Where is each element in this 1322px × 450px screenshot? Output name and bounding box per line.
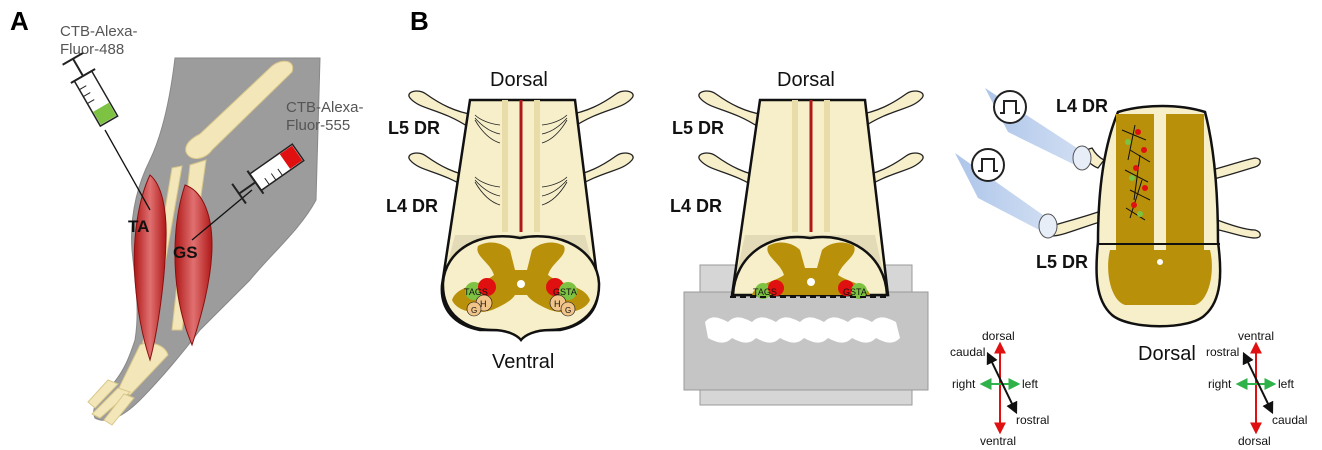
compass2-up: ventral xyxy=(1238,329,1274,343)
label-alexa-488-l1: CTB-Alexa- xyxy=(60,23,138,40)
orientation-compass-2: ventral dorsal right left rostral caudal xyxy=(1206,329,1307,448)
cord1-pool-right-label: GSTA xyxy=(553,287,577,297)
cord1-pool-right-h: H xyxy=(554,299,561,309)
orientation-compass-1: dorsal ventral right left caudal rostral xyxy=(950,329,1049,448)
cord1-ventral-label: Ventral xyxy=(492,351,554,373)
label-alexa-488-l2: Fluor-488 xyxy=(60,41,124,58)
cord2-l4-label: L4 DR xyxy=(670,196,722,216)
compass2-diag-end: caudal xyxy=(1272,413,1307,427)
label-alexa-555-l1: CTB-Alexa- xyxy=(286,99,364,116)
cord3-view-label: Dorsal xyxy=(1138,343,1196,365)
syringe-green xyxy=(61,52,150,210)
spinal-cord-3: L4 DR L5 DR Dorsal xyxy=(955,88,1260,365)
compass1-right: left xyxy=(1022,377,1039,391)
cord3-l5-label: L5 DR xyxy=(1036,252,1088,272)
cord2-pool-left-label: TAGS xyxy=(753,287,777,297)
compass2-right: left xyxy=(1278,377,1295,391)
compass2-down: dorsal xyxy=(1238,434,1271,448)
compass2-left: right xyxy=(1208,377,1232,391)
cord2-l5-label: L5 DR xyxy=(672,118,724,138)
label-gs: GS xyxy=(173,243,198,262)
pulse-icon xyxy=(994,91,1026,123)
compass1-down: ventral xyxy=(980,434,1016,448)
cord3-l4-label: L4 DR xyxy=(1056,96,1108,116)
panel-a: A TA GS xyxy=(10,6,364,425)
cord2-dorsal-label: Dorsal xyxy=(777,69,835,91)
cord1-l4-label: L4 DR xyxy=(386,196,438,216)
cord1-dorsal-label: Dorsal xyxy=(490,69,548,91)
cord1-pool-left-g: G xyxy=(471,306,477,315)
compass1-diag-end: rostral xyxy=(1016,413,1049,427)
spinal-cord-2: Dorsal xyxy=(670,69,928,405)
label-alexa-555-l2: Fluor-555 xyxy=(286,117,350,134)
compass1-up: dorsal xyxy=(982,329,1015,343)
compass2-diag-start: rostral xyxy=(1206,345,1239,359)
compass1-diag-start: caudal xyxy=(950,345,985,359)
cord1-pool-left-label: TAGS xyxy=(464,287,488,297)
cord1-l5-label: L5 DR xyxy=(388,118,440,138)
cord1-pool-left-h: H xyxy=(480,299,487,309)
pulse-icon xyxy=(972,149,1004,181)
panel-b-letter: B xyxy=(410,6,429,36)
compass1-left: right xyxy=(952,377,976,391)
panel-a-letter: A xyxy=(10,6,29,36)
spinal-cord-1: Dorsal xyxy=(386,69,633,373)
cord2-pool-right-label: GSTA xyxy=(843,287,867,297)
panel-b: B Dorsal xyxy=(386,6,1307,448)
label-ta: TA xyxy=(128,217,149,236)
cord1-pool-right-g: G xyxy=(565,306,571,315)
